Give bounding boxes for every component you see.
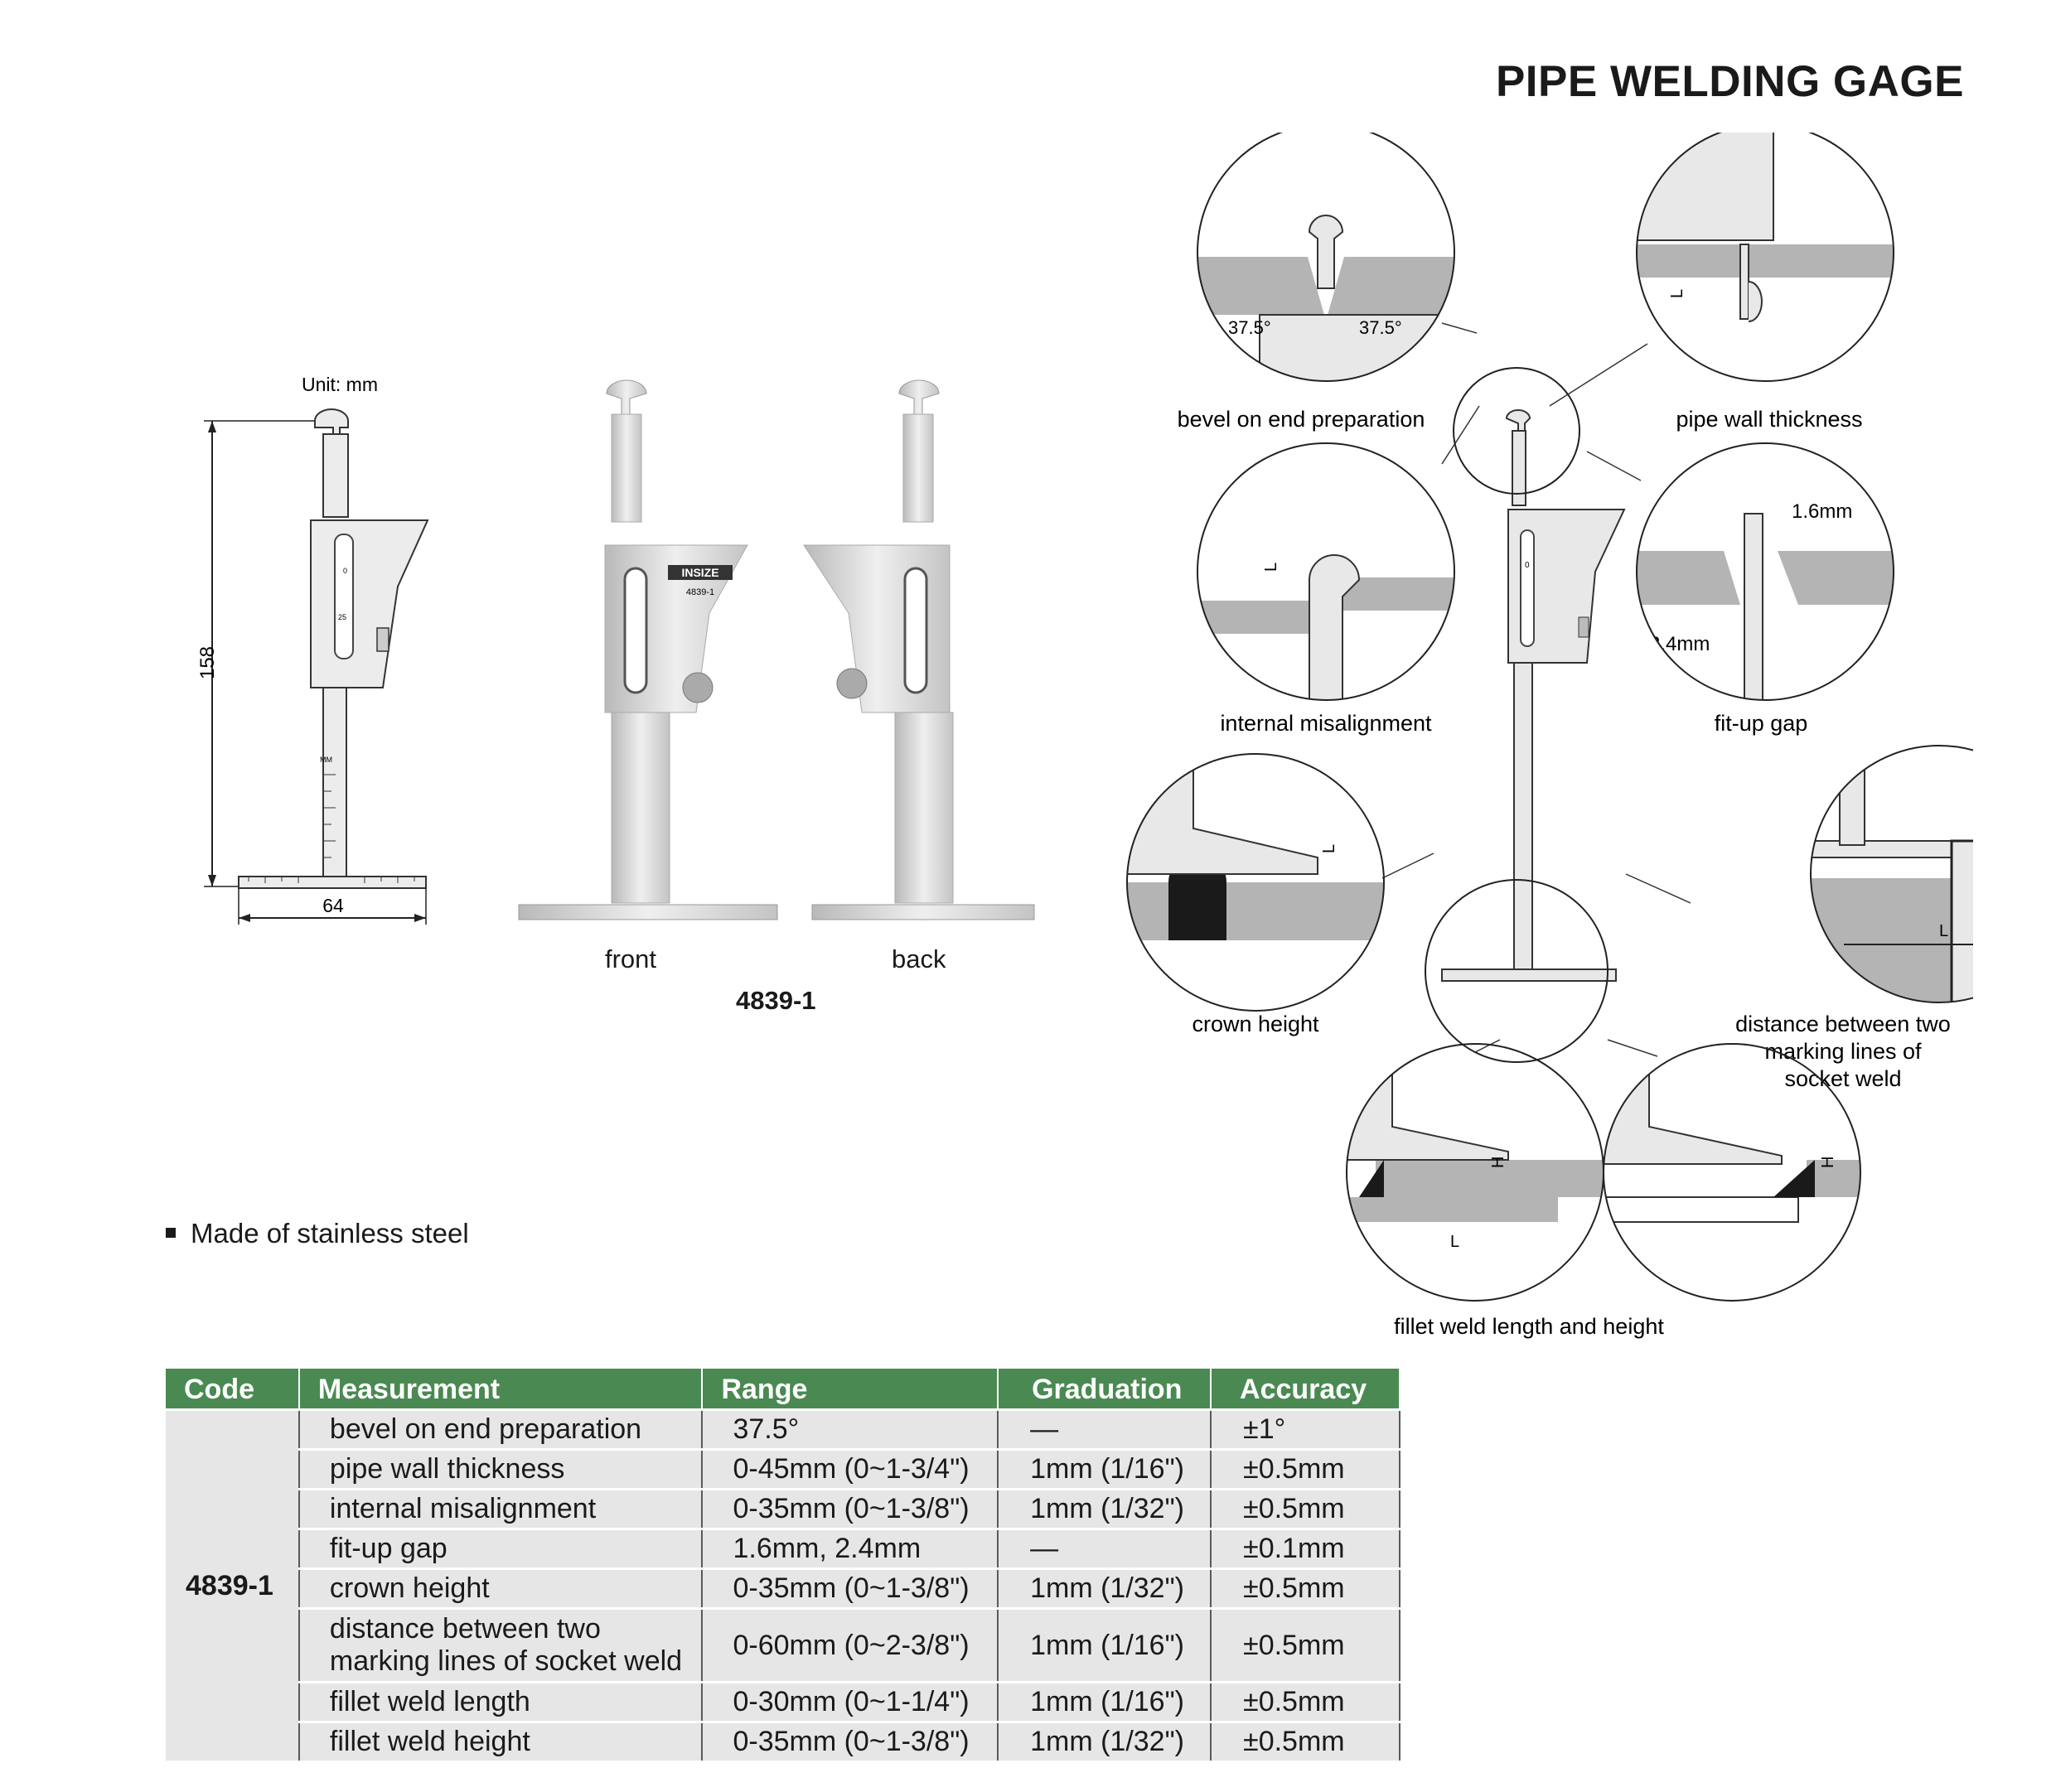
height-dimension: 158 — [196, 646, 219, 679]
fitup-caption: fit-up gap — [1715, 711, 1808, 736]
socket-caption-line3: socket weld — [1784, 1066, 1901, 1091]
header-accuracy: Accuracy — [1211, 1369, 1400, 1410]
svg-text:4839-1: 4839-1 — [686, 587, 714, 597]
application-diagrams: 0 37.5° 37.5° bevel on end preparation L… — [1126, 133, 1973, 1339]
table-row: internal misalignment 0-35mm (0~1-3/8") … — [166, 1488, 1400, 1529]
svg-text:37.5°: 37.5° — [1359, 317, 1402, 338]
svg-text:MM: MM — [320, 756, 332, 764]
svg-text:0: 0 — [343, 567, 347, 575]
table-row: fillet weld height 0-35mm (0~1-3/8") 1mm… — [166, 1721, 1400, 1761]
misalignment-caption: internal misalignment — [1220, 711, 1432, 736]
code-cell: 4839-1 — [166, 1408, 300, 1761]
bullet-icon — [166, 1228, 176, 1239]
crown-height-diagram: L — [1127, 754, 1384, 940]
table-row: fillet weld length 0-30mm (0~1-1/4") 1mm… — [166, 1681, 1400, 1722]
svg-text:25: 25 — [338, 613, 346, 621]
svg-text:1.6mm: 1.6mm — [1792, 500, 1852, 523]
table-row: crown height 0-35mm (0~1-3/8") 1mm (1/32… — [166, 1567, 1400, 1609]
socket-caption-line2: marking lines of — [1764, 1039, 1922, 1064]
header-graduation: Graduation — [998, 1369, 1212, 1410]
back-label: back — [892, 944, 946, 973]
table-header-row: Code Measurement Range Graduation Accura… — [166, 1369, 1400, 1410]
svg-text:L: L — [1939, 922, 1948, 940]
table-row: fit-up gap 1.6mm, 2.4mm — ±0.1mm — [166, 1528, 1400, 1569]
spec-table: Code Measurement Range Graduation Accura… — [166, 1369, 1400, 1761]
svg-text:H: H — [1819, 1157, 1837, 1168]
fillet-caption: fillet weld length and height — [1394, 1314, 1664, 1339]
header-measurement: Measurement — [298, 1369, 704, 1410]
svg-text:L: L — [1262, 563, 1280, 572]
front-photo: INSIZE 4839-1 — [518, 379, 778, 920]
misalignment-diagram: L — [1197, 554, 1454, 700]
bevel-diagram: 37.5° 37.5° — [1197, 215, 1454, 381]
svg-text:37.5°: 37.5° — [1228, 317, 1271, 338]
header-code: Code — [166, 1369, 300, 1410]
wall-thickness-diagram: L — [1637, 133, 1894, 322]
bevel-caption: bevel on end preparation — [1178, 407, 1425, 432]
socket-weld-diagram: L — [1811, 746, 1973, 1002]
wall-caption: pipe wall thickness — [1676, 407, 1862, 432]
front-label: front — [605, 944, 657, 973]
header-range: Range — [702, 1369, 999, 1410]
feature-note: Made of stainless steel — [166, 1218, 469, 1249]
table-row: pipe wall thickness 0-45mm (0~1-3/4") 1m… — [166, 1448, 1400, 1490]
product-photos: INSIZE 4839-1 — [518, 379, 1035, 920]
svg-text:L: L — [1320, 844, 1338, 853]
back-photo — [803, 379, 1035, 920]
page-title: PIPE WELDING GAGE — [1495, 57, 1964, 106]
fillet-height-diagram: H — [1604, 1060, 1860, 1223]
svg-text:H: H — [1489, 1157, 1507, 1168]
svg-text:L: L — [1450, 1233, 1459, 1251]
model-code: 4839-1 — [736, 986, 816, 1015]
svg-text:0: 0 — [1525, 561, 1530, 570]
svg-text:L: L — [1668, 289, 1686, 298]
center-gauge-drawing — [1441, 409, 1626, 982]
fillet-length-diagram: L H — [1347, 1060, 1604, 1251]
table-row: 4839-1 bevel on end preparation 37.5° — … — [166, 1408, 1400, 1761]
brand-logo: INSIZE — [681, 566, 718, 579]
fit-up-gap-diagram: 1.6mm 2.4mm — [1637, 500, 1894, 700]
crown-caption: crown height — [1192, 1012, 1319, 1036]
width-dimension: 64 — [322, 895, 344, 916]
dimension-drawing: Unit: mm 158 0 25 MM 64 — [196, 374, 429, 925]
socket-caption-line1: distance between two — [1735, 1012, 1951, 1036]
unit-label: Unit: mm — [302, 374, 378, 395]
